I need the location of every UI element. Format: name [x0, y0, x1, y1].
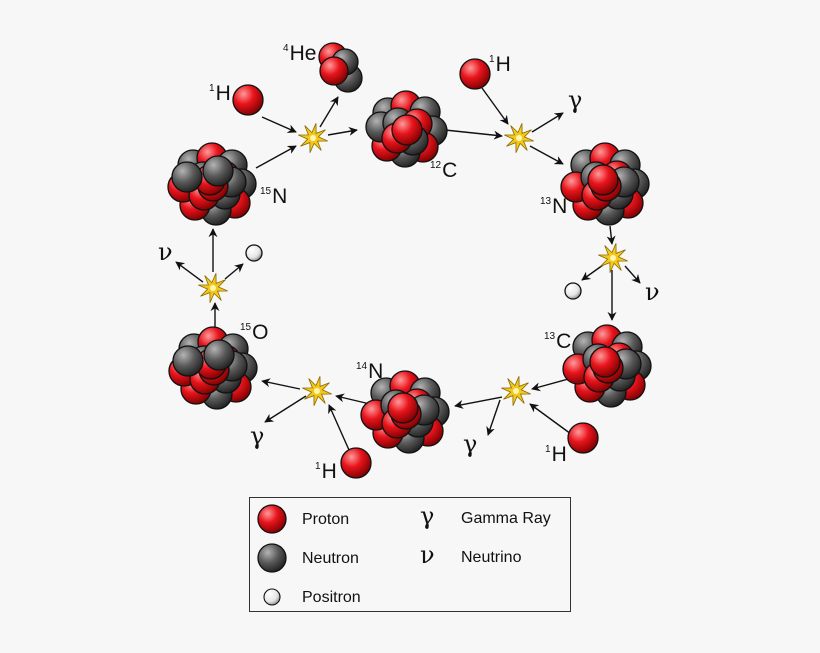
neutrino-symbol-a: ν [645, 278, 660, 306]
arrow-flash2-to-gamma [531, 112, 564, 133]
legend-positron-label: Positron [302, 589, 361, 606]
arrow-flash3-to-neutrino [624, 265, 641, 284]
label-h1-a: 1H [209, 82, 231, 105]
gamma-symbol-a: γ [568, 86, 583, 114]
arrow-flash6-to-positron [224, 263, 244, 280]
nucleus-n14 [360, 370, 450, 454]
proton-ball [319, 56, 349, 86]
proton-h1-a [232, 84, 264, 116]
reaction-arrows [175, 87, 641, 451]
arrow-h1d-to-flash5 [328, 404, 350, 451]
arrow-c13-to-flash4 [531, 377, 573, 392]
proton-h1-b [459, 58, 491, 90]
proton-ball [587, 164, 619, 196]
neutron-ball [172, 345, 204, 377]
flash-2-core [516, 135, 522, 141]
nucleus-o15 [168, 326, 258, 410]
flash-1-core [310, 135, 316, 141]
label-he4: 4He [283, 42, 317, 65]
neutron-ball [203, 339, 235, 371]
proton-ball [391, 114, 423, 146]
reaction-flashes [198, 123, 628, 406]
gamma-ray-icon: γ [420, 502, 435, 530]
gamma-symbol-c: γ [250, 422, 265, 450]
label-h1-d: 1H [315, 460, 337, 483]
label-n14: 14N [356, 360, 384, 383]
label-h1-c: 1H [545, 443, 567, 466]
flash-4-core [513, 388, 519, 394]
label-h1-b: 1H [489, 53, 511, 76]
arrow-flash2-to-n13 [529, 145, 564, 165]
arrow-flash3-to-positron [581, 264, 604, 281]
neutron-icon [257, 543, 287, 573]
proton-ball [387, 392, 419, 424]
proton-icon [257, 504, 287, 534]
arrow-flash1-to-c12 [327, 126, 358, 136]
arrow-flash5-to-gamma [264, 395, 307, 423]
nuclei [167, 42, 652, 454]
nucleus-n13 [560, 142, 650, 226]
positron-b [245, 244, 263, 262]
nucleus-c12 [365, 90, 448, 168]
nucleus-he4 [318, 42, 363, 93]
arrow-n13-to-flash3 [606, 225, 616, 245]
legend-neutrino-label: Neutrino [461, 549, 522, 566]
legend: Proton Neutron Positron γ Gamma Ray ν Ne… [249, 497, 571, 612]
neutron-ball [171, 161, 203, 193]
nucleus-c13 [562, 324, 652, 408]
arrow-flash4-to-n14 [454, 396, 503, 409]
legend-neutron-label: Neutron [302, 550, 359, 567]
arrow-h1c-to-flash4 [529, 403, 572, 435]
proton-h1-d [340, 447, 372, 479]
legend-proton-label: Proton [302, 511, 350, 528]
arrow-o15-from-flash5 [261, 378, 301, 390]
arrow-n15-to-flash1 [255, 145, 297, 169]
label-o15: 15O [240, 321, 269, 344]
flash-6-core [210, 285, 216, 291]
flash-5-core [314, 388, 320, 394]
arrow-flash1-to-he4 [319, 96, 339, 128]
neutron-ball [202, 155, 234, 187]
positron-icon [263, 588, 281, 606]
label-n13: 13N [540, 195, 568, 218]
label-c12: 12C [430, 159, 458, 182]
arrow-c12-to-flash2 [444, 129, 503, 140]
gamma-symbol-b: γ [463, 430, 478, 458]
arrow-h1b-to-flash2 [481, 87, 509, 125]
flash-3-core [610, 255, 616, 261]
arrow-flash6-to-neutrino [175, 261, 204, 283]
proton-h1-c [567, 422, 599, 454]
neutrino-symbol-b: ν [158, 238, 173, 266]
arrow-h1a-to-flash1 [261, 116, 297, 133]
arrow-flash4-to-gamma [486, 399, 501, 436]
positron-a [564, 282, 582, 300]
neutrino-icon: ν [420, 541, 435, 569]
proton-ball [589, 346, 621, 378]
particles [232, 58, 599, 479]
legend-gamma-label: Gamma Ray [461, 510, 551, 527]
arrow-n14-to-flash5 [335, 393, 371, 405]
label-n15: 15N [260, 185, 288, 208]
label-c13: 13C [544, 330, 572, 353]
nucleus-n15 [167, 142, 257, 226]
